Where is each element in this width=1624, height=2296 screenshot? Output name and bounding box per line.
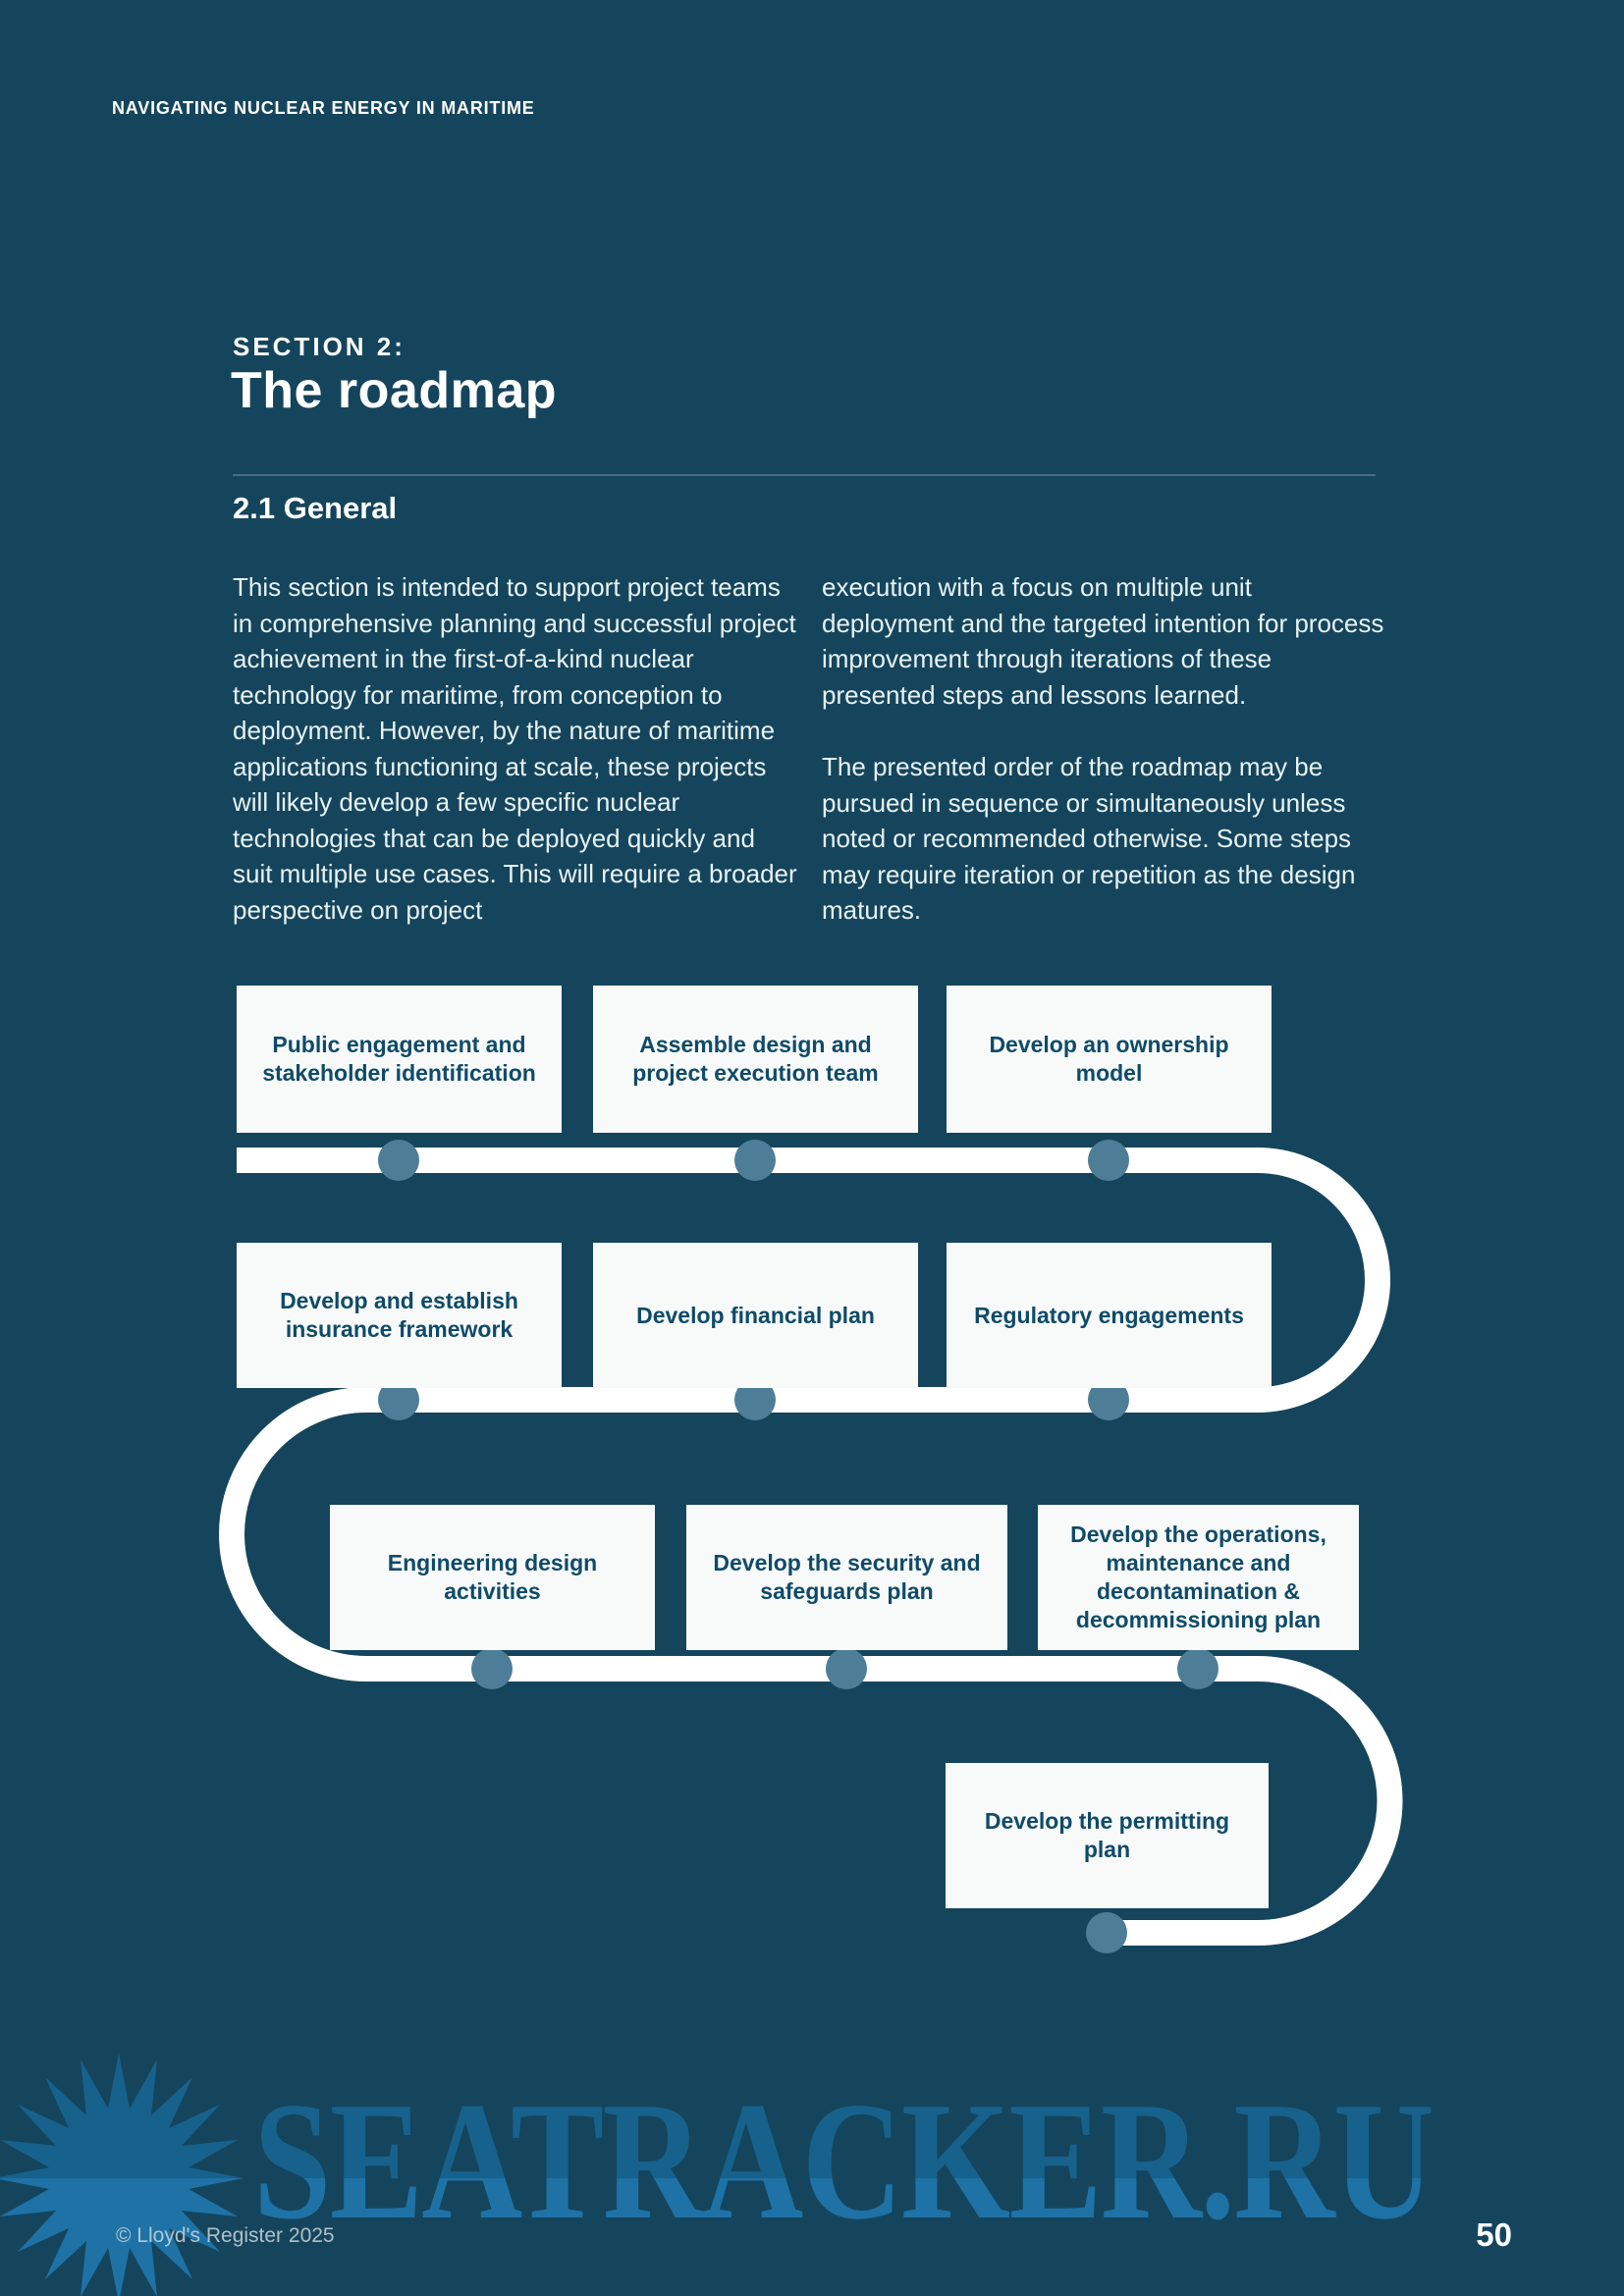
step-label: Develop the permitting plan	[984, 1808, 1230, 1862]
copyright-notice: © Lloyd's Register 2025	[116, 2224, 335, 2247]
section-eyebrow: SECTION 2:	[233, 332, 406, 361]
roadmap-step-public-engagement: Public engagement and stakeholder identi…	[237, 986, 562, 1133]
milestone-dot	[1086, 1912, 1127, 1953]
running-header: NAVIGATING NUCLEAR ENERGY IN MARITIME	[112, 98, 535, 118]
milestone-dot	[471, 1648, 513, 1689]
roadmap-step-engineering-design: Engineering design activities	[330, 1505, 655, 1650]
step-label: Engineering design activities	[387, 1550, 598, 1604]
paragraph: This section is intended to support proj…	[233, 572, 797, 925]
roadmap-step-financial-plan: Develop financial plan	[593, 1243, 918, 1388]
step-label: Develop the security and safeguards plan	[713, 1550, 981, 1604]
milestone-dot	[826, 1648, 867, 1689]
step-label: Public engagement and stakeholder identi…	[262, 1032, 536, 1086]
milestone-dot	[1177, 1648, 1218, 1689]
watermark-text: SEATRACKER.RU	[253, 2068, 1435, 2255]
roadmap-step-assemble-team: Assemble design and project execution te…	[593, 986, 918, 1133]
divider-rule	[233, 474, 1376, 476]
roadmap-step-operations-decommissioning: Develop the operations, maintenance and …	[1038, 1505, 1359, 1650]
roadmap-step-regulatory-engagements: Regulatory engagements	[947, 1243, 1272, 1388]
milestone-dot	[378, 1140, 419, 1181]
roadmap-step-permitting-plan: Develop the permitting plan	[946, 1763, 1269, 1908]
subsection-heading: 2.1 General	[233, 491, 398, 525]
paragraph: The presented order of the roadmap may b…	[822, 752, 1356, 925]
roadmap-step-security-safeguards: Develop the security and safeguards plan	[686, 1505, 1007, 1650]
step-label: Develop an ownership model	[989, 1032, 1229, 1086]
step-label: Develop the operations, maintenance and …	[1070, 1522, 1326, 1632]
section-title: The roadmap	[231, 362, 557, 419]
step-label: Develop financial plan	[636, 1302, 875, 1328]
step-label: Regulatory engagements	[974, 1302, 1244, 1328]
page-number: 50	[1476, 2216, 1512, 2253]
milestone-dot	[734, 1140, 776, 1181]
body-column-right: execution with a focus on multiple unit …	[822, 569, 1389, 965]
roadmap-step-insurance-framework: Develop and establish insurance framewor…	[237, 1243, 562, 1388]
milestone-dot	[1088, 1140, 1129, 1181]
body-column-left: This section is intended to support proj…	[233, 569, 800, 964]
sun-icon	[0, 2054, 244, 2296]
step-label: Assemble design and project execution te…	[632, 1032, 879, 1086]
roadmap-step-ownership-model: Develop an ownership model	[947, 986, 1272, 1133]
step-label: Develop and establish insurance framewor…	[280, 1288, 518, 1342]
paragraph: execution with a focus on multiple unit …	[822, 572, 1384, 710]
